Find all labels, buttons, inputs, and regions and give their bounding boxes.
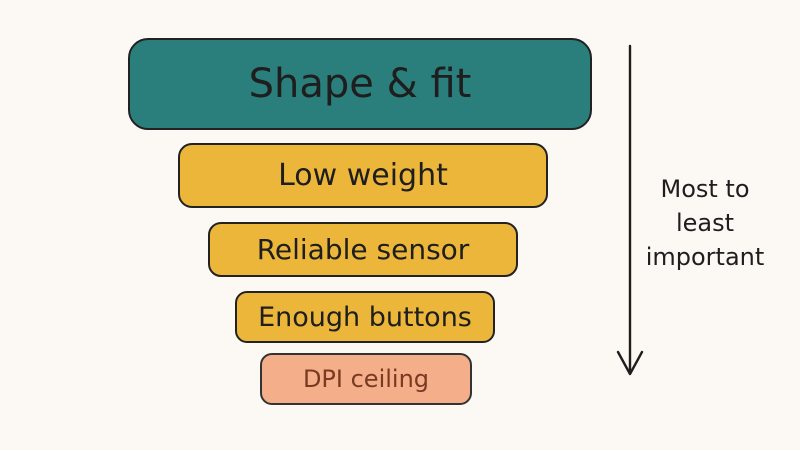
tier-label: Shape & fit xyxy=(248,61,472,107)
arrow-label-line: Most to xyxy=(660,175,750,203)
funnel-tier-low-weight: Low weight xyxy=(178,143,548,208)
arrow-label-line: least xyxy=(675,209,735,237)
tier-label: DPI ceiling xyxy=(302,365,430,393)
tier-label: Low weight xyxy=(278,158,448,193)
funnel-tier-shape-fit: Shape & fit xyxy=(128,38,592,130)
down-arrow-icon xyxy=(616,44,644,376)
arrow-head xyxy=(616,350,644,376)
funnel-tier-enough-buttons: Enough buttons xyxy=(235,291,495,343)
funnel-tier-dpi-ceiling: DPI ceiling xyxy=(260,353,472,405)
funnel-tier-reliable-sensor: Reliable sensor xyxy=(208,222,518,277)
arrow-label-line: important xyxy=(645,243,765,271)
tier-label: Reliable sensor xyxy=(256,233,470,266)
arrow-label: Most to least important xyxy=(640,172,770,274)
tier-label: Enough buttons xyxy=(258,301,472,333)
